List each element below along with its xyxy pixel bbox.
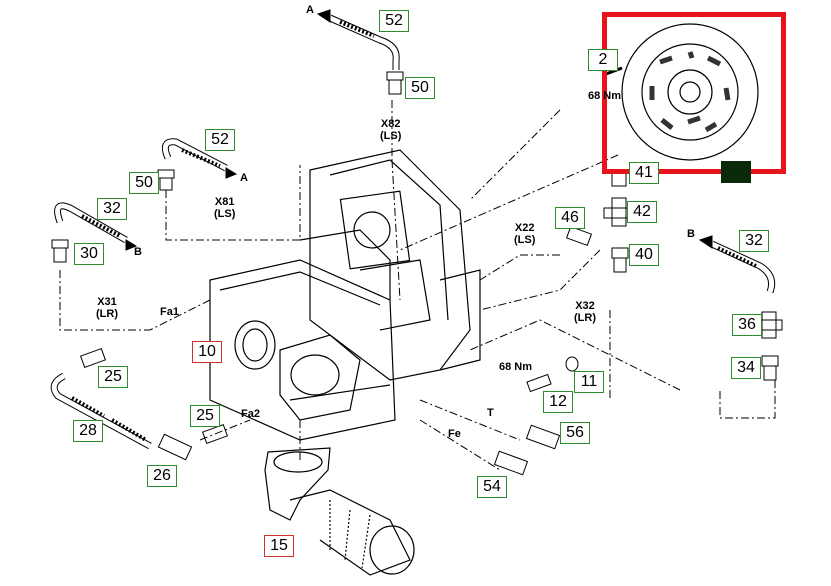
callout-2[interactable]: 2 <box>588 49 618 71</box>
callout-42[interactable]: 42 <box>627 201 657 223</box>
leader-lines <box>59 100 776 471</box>
selection-frame-damper[interactable] <box>602 12 786 174</box>
callout-46[interactable]: 46 <box>555 207 585 229</box>
callout-50-top[interactable]: 50 <box>405 77 435 99</box>
callout-36[interactable]: 36 <box>732 314 762 336</box>
callout-40[interactable]: 40 <box>629 244 659 266</box>
pump-body-front <box>209 229 431 441</box>
callout-10[interactable]: 10 <box>192 341 222 363</box>
callout-25-a[interactable]: 25 <box>98 366 128 388</box>
callout-30-left[interactable]: 30 <box>74 243 104 265</box>
callout-38[interactable]: 38 <box>721 161 751 183</box>
callout-34[interactable]: 34 <box>731 357 761 379</box>
callout-28[interactable]: 28 <box>73 420 103 442</box>
hose-bottom-left <box>50 372 152 450</box>
label-x22: X22 (LS) <box>514 222 536 246</box>
label-fe: Fe <box>448 428 461 440</box>
label-a-left: A <box>240 172 248 184</box>
callout-26[interactable]: 26 <box>147 465 177 487</box>
callout-52-top[interactable]: 52 <box>379 10 409 32</box>
label-b-right: B <box>687 228 695 240</box>
callout-52-left[interactable]: 52 <box>205 129 235 151</box>
callout-15[interactable]: 15 <box>264 535 294 557</box>
hose-top <box>328 14 400 70</box>
label-fa2: Fa2 <box>241 408 260 420</box>
hose-right-b <box>710 240 776 294</box>
callout-25-b[interactable]: 25 <box>190 405 220 427</box>
label-fa1: Fa1 <box>160 306 179 318</box>
callout-12[interactable]: 12 <box>543 391 573 413</box>
callout-32-right[interactable]: 32 <box>739 230 769 252</box>
label-torque-bottom: 68 Nm <box>499 361 533 373</box>
callout-11[interactable]: 11 <box>574 371 604 393</box>
callout-32-left[interactable]: 32 <box>97 198 127 220</box>
callout-41[interactable]: 41 <box>629 162 659 184</box>
callout-54[interactable]: 54 <box>477 476 507 498</box>
arrow-heads <box>125 9 713 251</box>
flange-elbow <box>264 447 415 576</box>
callout-56[interactable]: 56 <box>560 422 590 444</box>
damper-disc <box>621 23 759 161</box>
callout-50-left[interactable]: 50 <box>129 172 159 194</box>
label-t: T <box>487 407 494 419</box>
hose-left-b <box>54 202 128 244</box>
label-x81: X81 (LS) <box>214 196 236 220</box>
hose-left-a <box>161 138 228 172</box>
label-torque-top: 68 Nm <box>588 90 622 102</box>
label-x32: X32 (LR) <box>574 300 596 324</box>
label-a-top: A <box>306 4 314 16</box>
label-x31: X31 (LR) <box>96 296 118 320</box>
label-x82: X82 (LS) <box>380 118 402 142</box>
label-b-left: B <box>134 246 142 258</box>
pump-housing <box>309 149 481 381</box>
